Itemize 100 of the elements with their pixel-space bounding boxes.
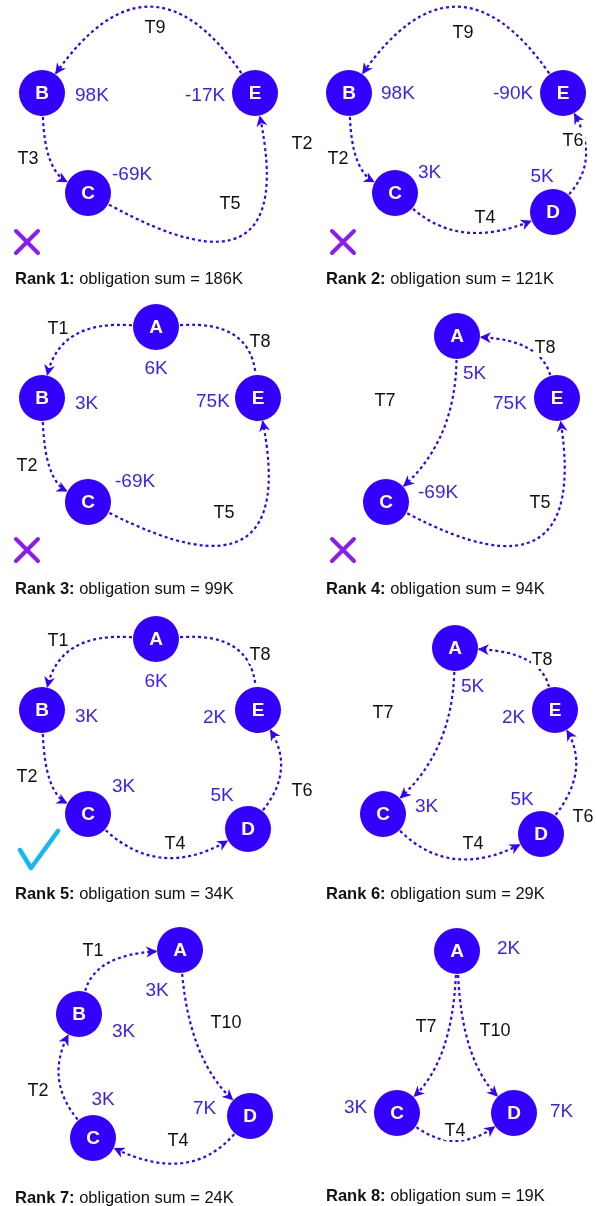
value-label: 2K	[502, 706, 526, 728]
edge-label: T6	[561, 130, 585, 150]
node-circle: A	[157, 927, 203, 973]
caption-text: Rank 7: obligation sum = 24K	[15, 1187, 234, 1206]
value-label: 75K	[493, 392, 527, 414]
caption-text: Rank 4: obligation sum = 94K	[326, 578, 545, 598]
node-circle: A	[133, 304, 179, 350]
dotted-arrow	[44, 323, 133, 376]
value-label: 3K	[75, 392, 99, 414]
value-label: 6K	[144, 670, 168, 692]
value-label: -17K	[185, 84, 226, 106]
node-circle: D	[530, 189, 576, 235]
node-circle: E	[235, 687, 281, 733]
value-label: 5K	[530, 165, 554, 187]
value-label: 5K	[210, 784, 234, 806]
value-label: 3K	[344, 1096, 368, 1118]
edge-label: T8	[533, 337, 557, 357]
dotted-arrow	[41, 116, 68, 183]
value-label: 3K	[418, 161, 442, 183]
node-circle: D	[227, 1093, 273, 1139]
value-label: 3K	[112, 1020, 136, 1042]
value-label: 2K	[203, 706, 227, 728]
dotted-arrow	[181, 973, 234, 1101]
node-circle: C	[70, 1115, 116, 1161]
dotted-arrow	[413, 974, 457, 1098]
dotted-arrow	[84, 946, 158, 992]
value-label: 5K	[510, 788, 534, 810]
dotted-arrow	[554, 729, 578, 816]
node-circle: B	[19, 70, 65, 116]
node-circle: C	[363, 479, 409, 525]
dotted-arrow	[399, 671, 456, 799]
dotted-arrow	[262, 729, 283, 811]
dotted-arrow	[108, 420, 270, 547]
node-circle: C	[65, 791, 111, 837]
node-circle: D	[518, 811, 564, 857]
dotted-arrow	[412, 207, 532, 235]
dotted-arrow	[568, 113, 588, 195]
value-label: 75K	[196, 390, 230, 412]
node-circle: C	[372, 170, 418, 216]
dotted-arrow	[108, 115, 268, 243]
caption-text: Rank 1: obligation sum = 186K	[15, 268, 243, 288]
node-circle: D	[491, 1090, 537, 1136]
value-label: 3K	[415, 795, 439, 817]
value-label: 7K	[193, 1097, 217, 1119]
value-label: 5K	[461, 675, 485, 697]
node-circle: A	[432, 625, 478, 671]
value-label: 5K	[463, 362, 487, 384]
dotted-arrow	[105, 829, 229, 860]
edge-label: T8	[530, 649, 554, 669]
node-circle: C	[65, 479, 111, 525]
dotted-arrow	[403, 359, 458, 487]
node-circle: C	[374, 1090, 420, 1136]
value-label: 3K	[145, 979, 169, 1001]
dotted-arrow	[348, 116, 375, 183]
node-circle: A	[434, 928, 480, 974]
node-circle: B	[326, 70, 372, 116]
dotted-arrow	[361, 5, 551, 75]
dotted-arrow	[406, 420, 568, 548]
node-circle: A	[434, 313, 480, 359]
node-circle: B	[19, 687, 65, 733]
caption-text: Rank 6: obligation sum = 29K	[326, 883, 545, 903]
edge-label: T8	[248, 644, 272, 664]
value-label: 2K	[497, 937, 521, 959]
node-circle: B	[19, 375, 65, 421]
node-circle: C	[65, 170, 111, 216]
dotted-arrow	[41, 733, 68, 804]
value-label: 3K	[112, 775, 136, 797]
node-circle: D	[225, 806, 271, 852]
value-label: -69K	[115, 470, 156, 492]
caption-text: Rank 5: obligation sum = 34K	[15, 883, 234, 903]
dotted-arrow	[44, 635, 133, 688]
dotted-arrow	[113, 1133, 236, 1165]
value-label: 98K	[75, 84, 109, 106]
value-label: 7K	[550, 1100, 574, 1122]
node-circle: E	[235, 375, 281, 421]
dotted-arrow	[399, 830, 521, 861]
value-label: 3K	[91, 1088, 115, 1110]
value-label: -69K	[418, 481, 459, 503]
dotted-arrow	[477, 644, 551, 688]
caption-text: Rank 3: obligation sum = 99K	[15, 578, 234, 598]
node-circle: E	[534, 375, 580, 421]
value-label: -90K	[493, 82, 534, 104]
dotted-arrow	[479, 332, 552, 376]
value-label: 6K	[144, 357, 168, 379]
edge-label: T8	[248, 331, 272, 351]
caption-text: Rank 8: obligation sum = 19K	[326, 1185, 545, 1205]
caption-text: Rank 2: obligation sum = 121K	[326, 268, 554, 288]
node-circle: A	[133, 616, 179, 662]
dotted-arrow	[57, 1034, 79, 1121]
edge-label: T4	[443, 1120, 467, 1140]
value-label: 3K	[75, 705, 99, 727]
node-circle: E	[540, 70, 586, 116]
dotted-arrow	[415, 1126, 496, 1143]
node-circle: E	[232, 70, 278, 116]
dotted-arrow	[54, 5, 243, 75]
node-circle: E	[532, 687, 578, 733]
dotted-arrow	[457, 974, 498, 1097]
dotted-arrow	[41, 421, 68, 492]
value-label: 98K	[381, 82, 415, 104]
value-label: -69K	[112, 163, 153, 185]
